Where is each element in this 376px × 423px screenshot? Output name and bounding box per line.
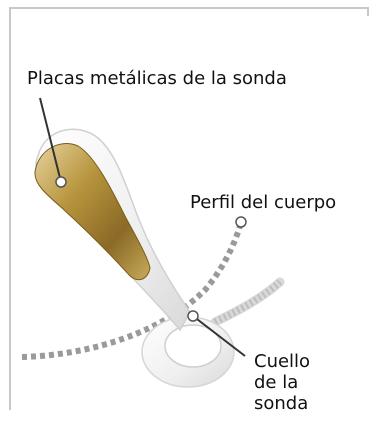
body-profile-label: Perfil del cuerpo	[190, 192, 336, 213]
plates-callout-line	[39, 97, 62, 183]
profile-callout-dot	[235, 216, 247, 228]
probe-cable	[210, 277, 285, 327]
neck-callout-dot	[187, 310, 199, 322]
frame-border	[9, 7, 369, 410]
plates-label: Placas metálicas de la sonda	[27, 68, 287, 89]
neck-label-line3: sonda	[254, 393, 308, 414]
plates-callout-dot	[55, 176, 67, 188]
probe-neck-ring	[141, 316, 235, 388]
neck-label-line1: Cuello	[254, 351, 310, 372]
neck-callout-line	[192, 315, 246, 357]
neck-label-line2: de la	[254, 372, 298, 393]
body-profile-curve	[21, 221, 244, 360]
